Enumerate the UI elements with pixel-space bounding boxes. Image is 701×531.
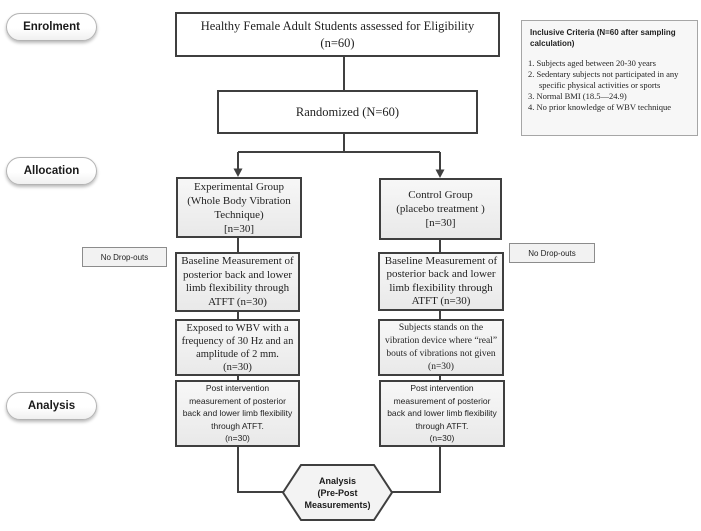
wbv-exposure-box: Exposed to WBV with a frequency of 30 Hz… — [175, 319, 300, 376]
experimental-group-box: Experimental Group (Whole Body Vibration… — [176, 177, 302, 238]
criteria-item-4: 4. No prior knowledge of WBV technique — [528, 102, 671, 112]
post-intervention-box-experimental: Post intervention measurement of posteri… — [175, 380, 300, 447]
connector-post-right-to-analysis — [391, 447, 441, 493]
sham-vibration-box: Subjects stands on the vibration device … — [378, 319, 504, 376]
baseline-box-experimental: Baseline Measurement of posterior back a… — [175, 252, 300, 312]
randomized-box: Randomized (N=60) — [217, 90, 478, 134]
criteria-item-3: 3. Normal BMI (18.5—24.9) — [528, 91, 627, 101]
criteria-item-2: 2. Sedentary subjects not participated i… — [528, 69, 679, 90]
post-intervention-box-control: Post intervention measurement of posteri… — [379, 380, 505, 447]
control-group-box: Control Group (placebo treatment ) [n=30… — [379, 178, 502, 240]
stage-pill-enrolment: Enrolment — [6, 13, 97, 41]
arrowhead-control — [435, 169, 445, 178]
inclusive-criteria-panel: Inclusive Criteria (N=60 after sampling … — [521, 20, 698, 136]
criteria-item-1: 1. Subjects aged between 20-30 years — [528, 58, 656, 68]
stage-pill-allocation: Allocation — [6, 157, 97, 185]
baseline-box-control: Baseline Measurement of posterior back a… — [378, 252, 504, 311]
inclusive-criteria-title: Inclusive Criteria (N=60 after sampling … — [530, 28, 676, 48]
no-dropouts-right-box: No Drop-outs — [509, 243, 595, 263]
no-dropouts-left-box: No Drop-outs — [82, 247, 167, 267]
eligibility-box: Healthy Female Adult Students assessed f… — [175, 12, 500, 57]
arrowhead-experimental — [233, 168, 243, 177]
analysis-hexagon — [281, 464, 394, 521]
analysis-hexagon-label: Analysis (Pre-Post Measurements) — [304, 475, 371, 510]
stage-pill-analysis: Analysis — [6, 392, 97, 420]
connector-post-left-to-analysis — [237, 447, 284, 493]
